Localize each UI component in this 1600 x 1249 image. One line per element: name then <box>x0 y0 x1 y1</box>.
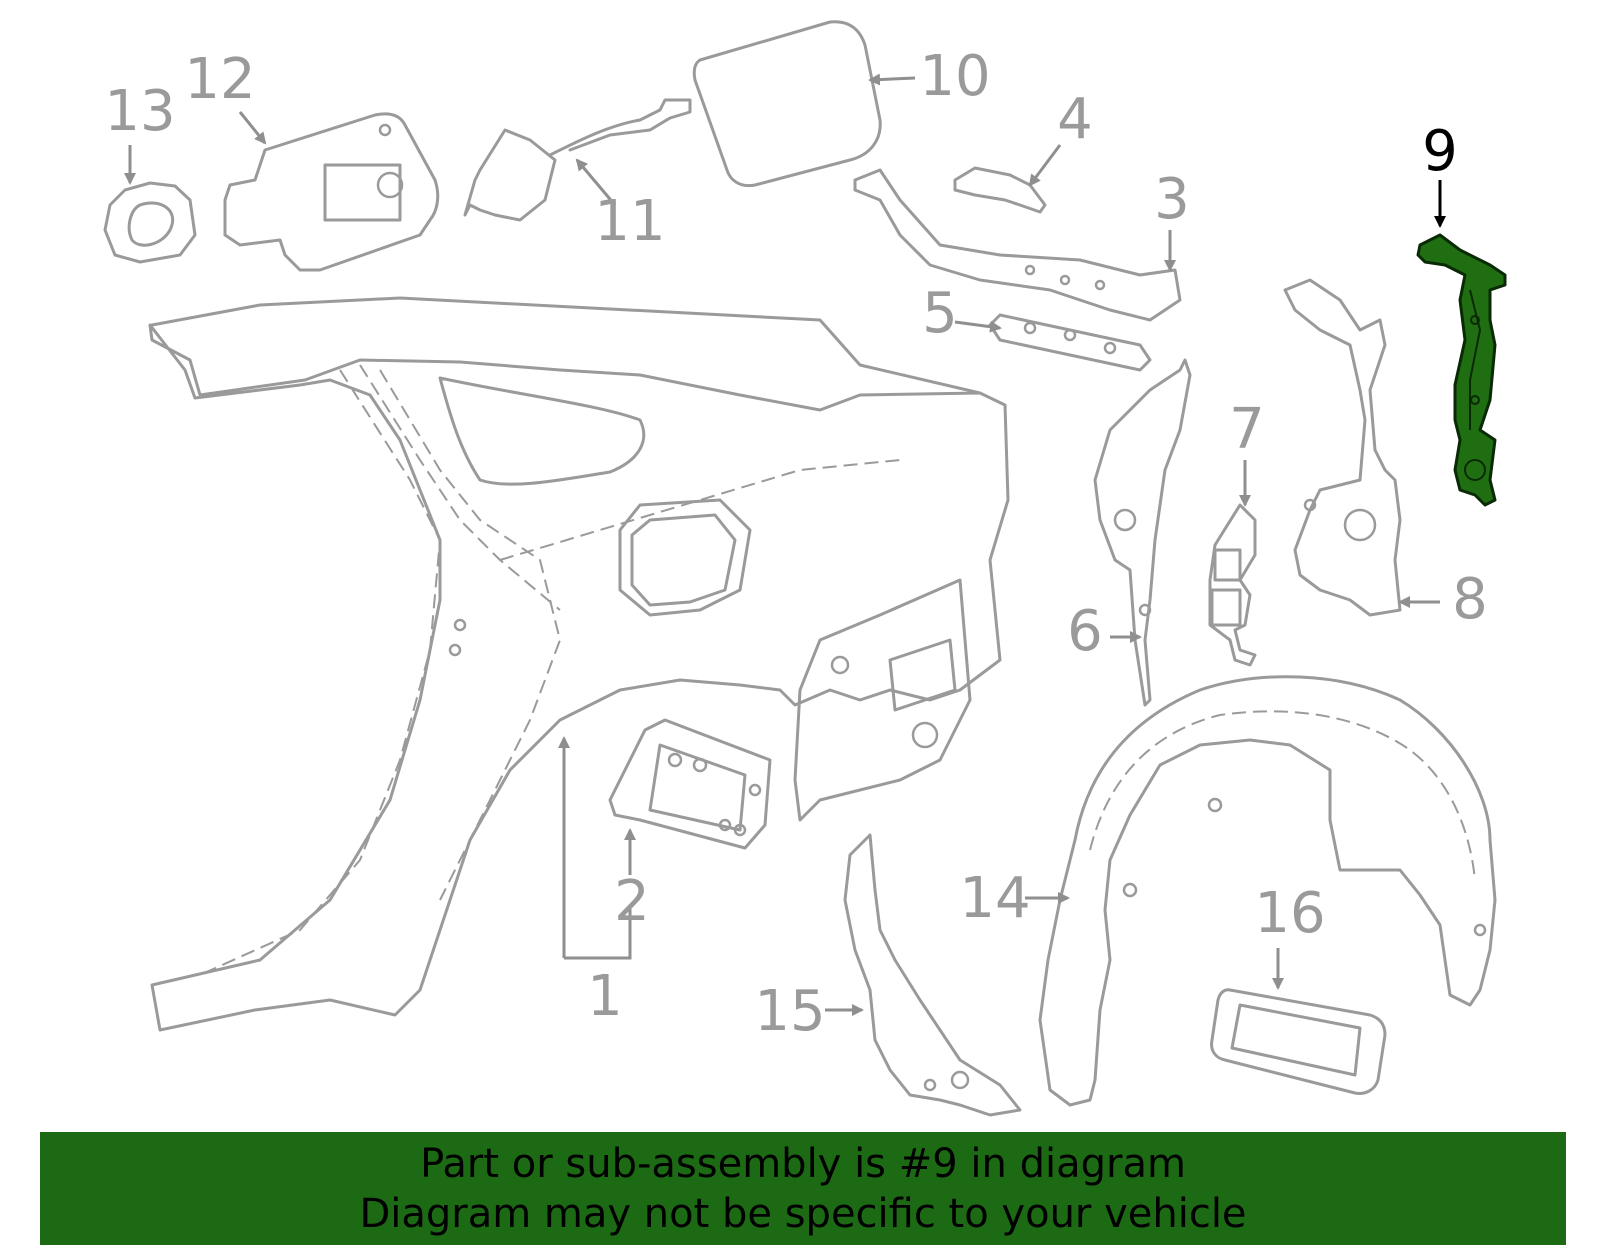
callout-14: 14 <box>959 866 1030 931</box>
arrow-10 <box>868 73 916 86</box>
part-13-seal[interactable] <box>103 181 197 264</box>
part-12-housing[interactable] <box>223 112 440 272</box>
leader-lines <box>124 73 1446 1016</box>
callout-1: 1 <box>587 964 623 1029</box>
part-14-wheelhouse-liner[interactable] <box>1038 675 1497 1107</box>
part-8-panel[interactable] <box>1283 278 1402 617</box>
banner-line-1: Part or sub-assembly is #9 in diagram <box>420 1140 1186 1187</box>
callout-3: 3 <box>1154 167 1190 232</box>
callout-13: 13 <box>104 79 175 144</box>
part-3-bracket[interactable] <box>853 168 1182 322</box>
part-4-bracket[interactable] <box>953 166 1047 214</box>
part-11-actuator[interactable] <box>463 98 692 222</box>
part-6-panel[interactable] <box>1093 358 1192 707</box>
callout-11: 11 <box>594 189 665 254</box>
arrow-12 <box>238 111 267 145</box>
part-15-bracket[interactable] <box>843 833 1022 1117</box>
callout-8: 8 <box>1452 567 1488 632</box>
arrow-4 <box>1028 144 1062 187</box>
callout-12: 12 <box>184 47 255 112</box>
callout-4: 4 <box>1057 87 1093 152</box>
callout-10: 10 <box>919 44 990 109</box>
arrow-11 <box>575 158 617 206</box>
part-5-plate[interactable] <box>988 313 1152 372</box>
arrow-5 <box>954 320 1002 333</box>
part-9-highlighted[interactable] <box>1416 233 1507 507</box>
callout-6: 6 <box>1067 599 1103 664</box>
banner-line-2: Diagram may not be specific to your vehi… <box>359 1190 1247 1237</box>
callout-15: 15 <box>754 979 825 1044</box>
callout-9[interactable]: 9 <box>1422 119 1458 184</box>
callout-5: 5 <box>922 281 958 346</box>
part-7-clip[interactable] <box>1208 503 1257 667</box>
part-16-vent[interactable] <box>1210 988 1387 1095</box>
callout-7: 7 <box>1229 397 1265 462</box>
part-1-quarter-panel[interactable] <box>148 296 1010 1032</box>
part-10-fuel-door[interactable] <box>692 20 882 188</box>
info-banner: Part or sub-assembly is #9 in diagram Di… <box>40 1132 1566 1245</box>
callout-16: 16 <box>1254 881 1325 946</box>
callout-labels: 1 2 3 4 5 6 7 8 9 10 11 12 13 14 15 16 <box>104 44 1487 1044</box>
callout-2: 2 <box>614 869 650 934</box>
part-2-bracket[interactable] <box>608 718 772 850</box>
arrow-1b <box>564 905 632 960</box>
